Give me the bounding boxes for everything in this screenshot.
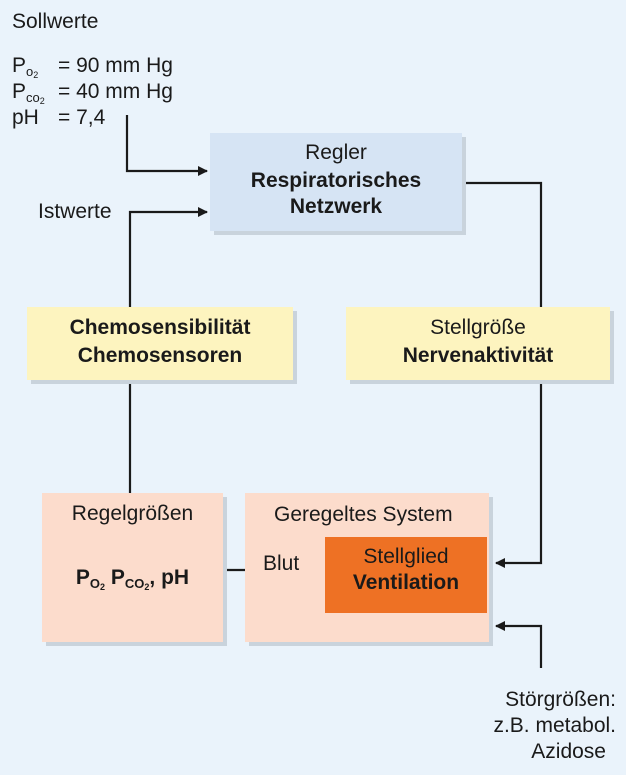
sollwerte-label: pH <box>12 106 39 129</box>
regelgroessen-formula: PO2 PCO2, pH <box>42 566 223 599</box>
regler-label: Regler <box>305 141 367 164</box>
sollwerte-label: P <box>12 80 27 103</box>
sollwerte-heading: Sollwerte <box>12 10 99 33</box>
formula-po2: PO2 <box>75 566 106 592</box>
regelgroessen-title: Regelgrößen <box>71 502 194 525</box>
stoergroessen-line3: Azidose <box>531 740 606 763</box>
stellgroesse-to-stellglied-arrow <box>495 382 543 568</box>
sollwerte-value: = 40 mm Hg <box>58 80 173 103</box>
sollwerte-label: P <box>12 54 27 77</box>
regler-box: Regler Respiratorisches Netzwerk <box>210 133 462 231</box>
stellglied-box: Stellglied Ventilation <box>325 537 487 613</box>
regler-to-stellgroesse-line <box>463 181 543 307</box>
istwerte-label: Istwerte <box>38 200 112 223</box>
stoergroessen-label: Störgrößen: z.B. metabol. Azidose <box>466 688 616 764</box>
blut-label: Blut <box>263 552 300 575</box>
stoergroessen-arrow <box>495 621 543 668</box>
geregeltes-system-box: Geregeltes System Blut Stellglied Ventil… <box>245 493 489 642</box>
formula-ph: pH <box>161 566 190 589</box>
regler-name-line1: Respiratorisches <box>250 169 422 192</box>
sollwerte-arrow <box>125 115 208 176</box>
stellglied-label: Stellglied <box>363 545 449 568</box>
stellgroesse-box: Stellgröße Nervenaktivität <box>346 307 610 380</box>
sollwerte-row-pco2: Pco2 = 40 mm Hg <box>12 80 212 113</box>
stellglied-name: Ventilation <box>352 571 460 594</box>
regelgroessen-box: Regelgrößen PO2 PCO2, pH <box>42 493 223 642</box>
regler-name-line2: Netzwerk <box>289 195 383 218</box>
sollwerte-sub: co2 <box>26 90 45 106</box>
chemo-line1: Chemosensibilität <box>69 316 251 339</box>
stoergroessen-line1: Störgrößen: <box>505 688 616 711</box>
sollwerte-value: = 90 mm Hg <box>58 54 173 77</box>
sollwerte-value: = 7,4 <box>58 106 106 129</box>
stoergroessen-line2: z.B. metabol. <box>493 714 616 737</box>
stellgroesse-name: Nervenaktivität <box>402 344 554 367</box>
sollwerte-row-ph: pH = 7,4 <box>12 106 212 130</box>
chemo-line2: Chemosensoren <box>77 344 243 367</box>
chemo-box: Chemosensibilität Chemosensoren <box>27 307 293 380</box>
stellgroesse-label: Stellgröße <box>430 316 526 339</box>
geregeltes-system-title: Geregeltes System <box>274 503 453 526</box>
sollwerte-row-po2: Po2 = 90 mm Hg <box>12 54 212 87</box>
istwerte-arrow <box>128 207 208 307</box>
sollwerte-sub: o2 <box>26 64 39 80</box>
formula-pco2: PCO2, <box>110 566 156 592</box>
